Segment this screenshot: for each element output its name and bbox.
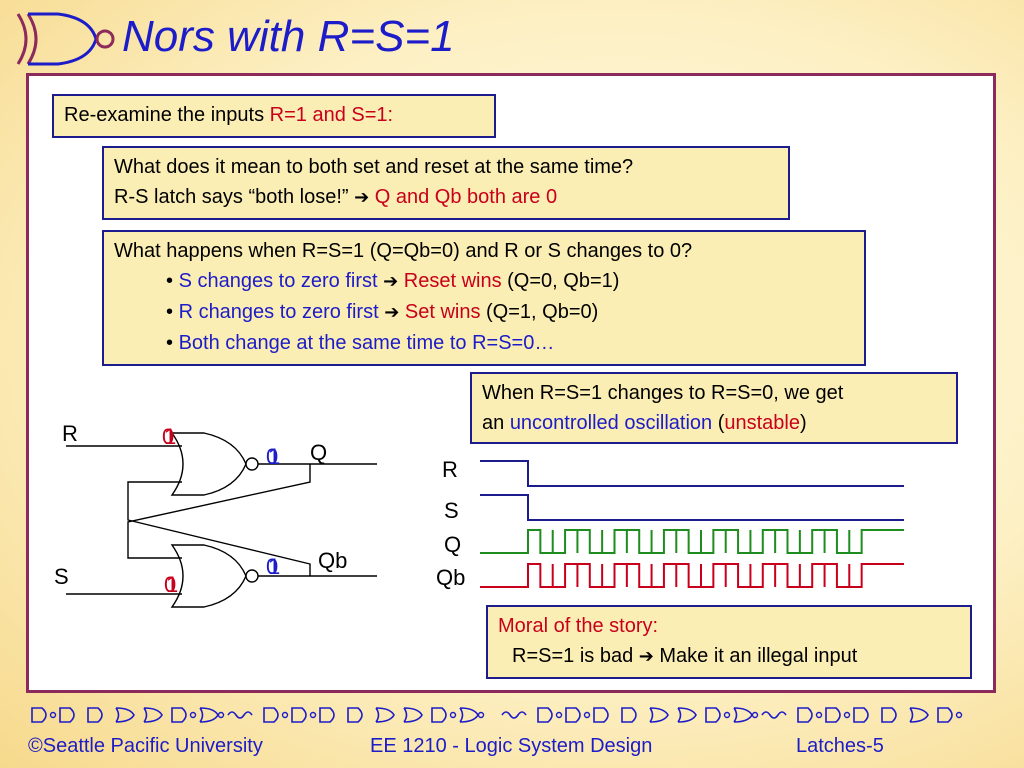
wave-label-qb: Qb (436, 565, 465, 590)
label-r: R (62, 421, 78, 446)
wave-qb (480, 563, 904, 588)
unstable-text: unstable (724, 412, 800, 434)
reset-wins-text: Reset wins (403, 270, 502, 292)
bullet-both-change: • Both change at the same time to R=S=0… (166, 332, 555, 354)
arrow-right-icon: ➔ (383, 271, 399, 292)
label-s: S (54, 564, 69, 589)
wave-r (480, 460, 904, 487)
s-first-text: S changes to zero first (178, 270, 378, 292)
wave-s (480, 494, 904, 521)
top-nor-gate (170, 432, 247, 496)
r-value-prev: 1 (164, 424, 176, 449)
wave-label-q: Q (444, 532, 461, 557)
label-qb: Qb (318, 548, 347, 573)
reset-wins-values: (Q=0, Qb=1) (501, 270, 620, 292)
label-q: Q (310, 440, 327, 465)
qb-value: 0 (266, 554, 278, 579)
paren-open: ( (712, 412, 725, 434)
oscillation-box: When R=S=1 changes to R=S=0, we get an u… (470, 372, 958, 444)
r-value: 0 (162, 424, 174, 449)
q-value: 0 (266, 444, 278, 469)
paren-close: ) (800, 412, 807, 434)
moral-prefix: R=S=1 is bad (512, 645, 639, 667)
oscillation-line1: When R=S=1 changes to R=S=0, we get (482, 382, 844, 404)
changes-box: What happens when R=S=1 (Q=Qb=0) and R o… (102, 230, 866, 366)
inputs-text: Re-examine the inputs (64, 104, 270, 126)
inputs-box: Re-examine the inputs R=1 and S=1: (52, 94, 496, 138)
moral-box: Moral of the story: R=S=1 is bad ➔ Make … (486, 605, 972, 679)
r-first-text: R changes to zero first (178, 301, 379, 323)
arrow-right-icon: ➔ (354, 187, 370, 208)
both-zero-text: Q and Qb both are 0 (374, 186, 558, 208)
s-value: 0 (164, 572, 176, 597)
set-wins-text: Set wins (404, 301, 481, 323)
bullet-r-first: • R changes to zero first ➔ Set wins (Q=… (166, 301, 599, 323)
both-change-text: Both change at the same time to R=S=0… (178, 332, 555, 354)
nor-gate-logo-icon (16, 12, 115, 66)
bullet-s-first: • S changes to zero first ➔ Reset wins (… (166, 270, 620, 292)
oscillation-prefix: an (482, 412, 510, 434)
qb-value-prev: 1 (268, 554, 280, 579)
qb-feedback-wire (127, 481, 311, 576)
set-reset-question: What does it mean to both set and reset … (114, 156, 634, 178)
wave-label-r: R (442, 457, 458, 482)
footer-gate-rule-icon (31, 707, 963, 723)
page-title: Nors with R=S=1 (122, 12, 455, 61)
wave-label-s: S (444, 498, 459, 523)
changes-heading: What happens when R=S=1 (Q=Qb=0) and R o… (114, 240, 693, 262)
set-wins-values: (Q=1, Qb=0) (480, 301, 599, 323)
moral-heading: Moral of the story: (498, 615, 659, 637)
bottom-nor-gate (170, 544, 247, 608)
both-lose-text: R-S latch says “both lose!” (114, 186, 355, 208)
arrow-right-icon: ➔ (638, 646, 654, 667)
s-value-prev: 1 (166, 572, 178, 597)
uncontrolled-oscillation-text: uncontrolled oscillation (509, 412, 713, 434)
q-feedback-wire (127, 464, 311, 559)
footer-left: ©Seattle Pacific University (28, 735, 263, 757)
set-reset-box: What does it mean to both set and reset … (102, 146, 790, 220)
footer-right: Latches-5 (796, 735, 884, 757)
arrow-right-icon: ➔ (384, 302, 400, 323)
inputs-highlight: R=1 and S=1: (269, 104, 394, 126)
wave-q (480, 529, 904, 554)
moral-tail: Make it an illegal input (653, 645, 858, 667)
footer-center: EE 1210 - Logic System Design (370, 735, 653, 757)
q-value-prev: 1 (268, 444, 280, 469)
